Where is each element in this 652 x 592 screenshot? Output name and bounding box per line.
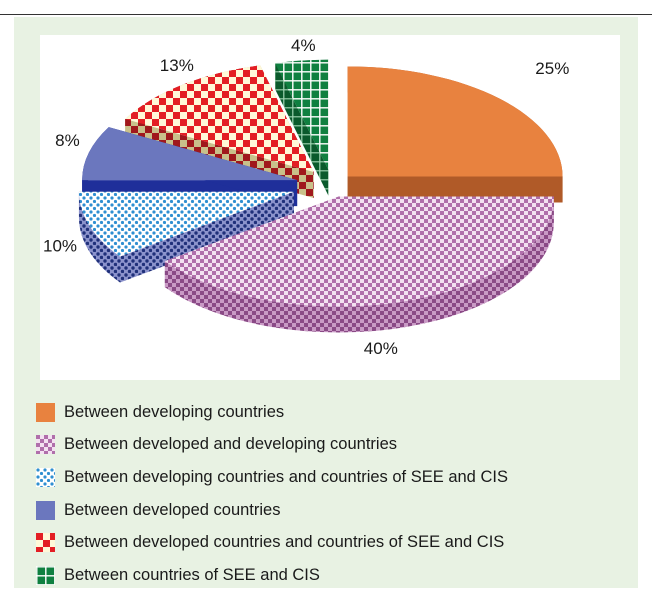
pie-side-developing [347,176,563,203]
legend-item: Between developed countries and countrie… [36,526,636,559]
legend-swatch-developing [36,402,55,422]
legend-item: Between developing countries [36,396,636,429]
legend-swatch-developing-see-cis [36,467,55,487]
pie-slice-developed-see-cis [125,65,314,172]
data-label-see-cis: 4% [291,36,316,55]
pie-data-labels: 4% 13% 25% 8% 10% 40% [43,36,569,358]
legend-swatch-developed-developing [36,435,55,455]
pie-slice-developed-developing [164,196,554,307]
legend-label: Between developing countries and countri… [64,467,508,486]
data-label-developing-see-cis: 10% [43,236,77,255]
top-rule [0,14,652,15]
legend-label: Between developing countries [64,402,285,421]
data-label-developed-developing: 40% [364,339,398,358]
legend-item: Between developed and developing countri… [36,429,636,462]
pie-chart: 4% 13% 25% 8% 10% 40% [40,35,620,380]
legend-swatch-developed-see-cis [36,533,55,553]
legend-label: Between developed countries and countrie… [64,533,505,552]
pie-slice-developing-see-cis [78,191,294,257]
legend-item: Between countries of SEE and CIS [36,559,636,592]
data-label-developed-see-cis: 13% [160,56,194,75]
legend: Between developing countries Between dev… [36,396,636,592]
pie-rim-developing-see-cis [78,191,121,283]
data-label-developed: 8% [55,131,80,150]
legend-swatch-developed [36,500,55,520]
pie-slice-developed [82,127,298,181]
legend-item: Between developed countries [36,494,636,527]
legend-swatch-see-cis [36,565,55,585]
legend-label: Between countries of SEE and CIS [64,565,320,584]
legend-label: Between developed and developing countri… [64,435,397,454]
legend-item: Between developing countries and countri… [36,461,636,494]
pie-rim-developed-developing [164,196,554,333]
legend-label: Between developed countries [64,500,281,519]
pie-slice-developing [347,66,563,177]
data-label-developing: 25% [535,59,569,78]
pie-top-faces [78,59,563,307]
pie-slice-see-cis [275,59,329,170]
pie-side-see-cis [275,63,329,196]
